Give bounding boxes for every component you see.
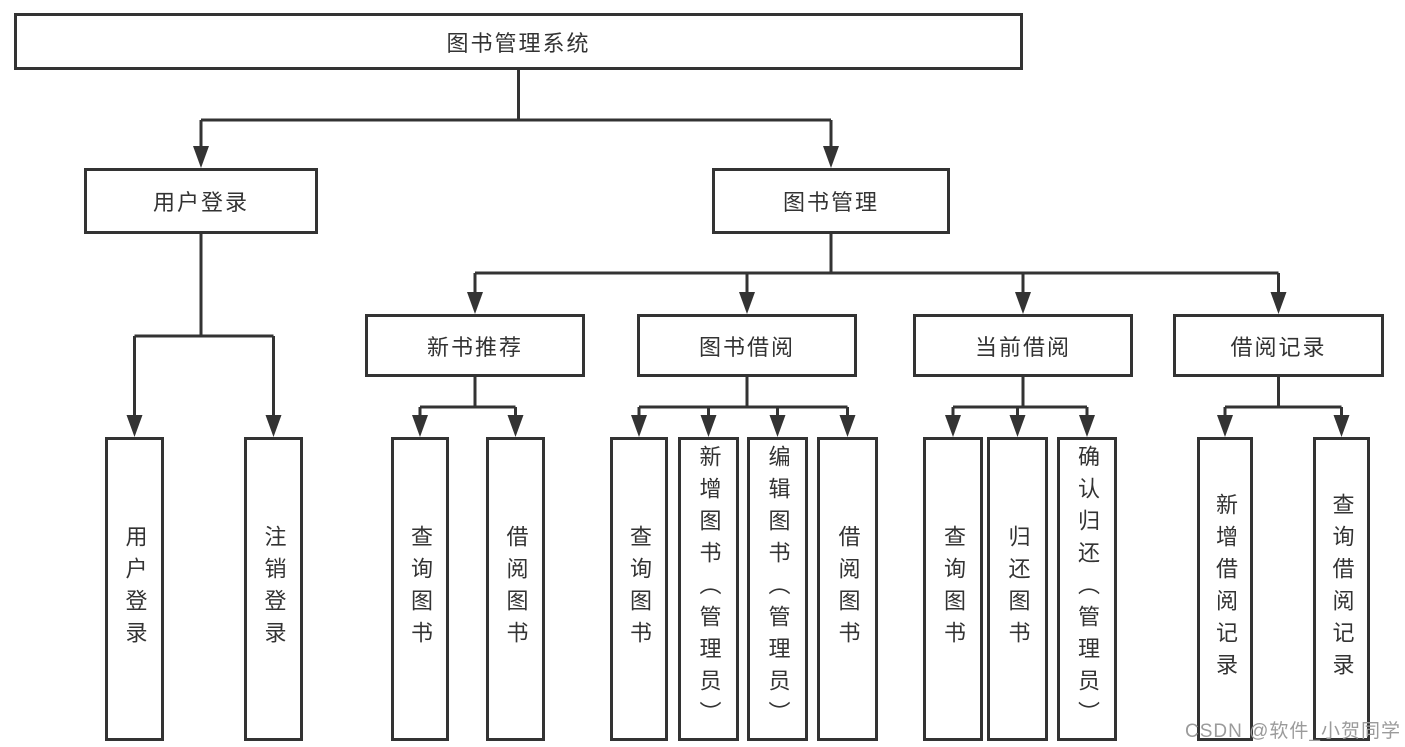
arrow-down-icon <box>1079 415 1095 437</box>
leaf-recommend-query-book: 查询图书 <box>391 437 449 741</box>
connector-records-to-leaves <box>1223 377 1343 417</box>
arrow-down-icon <box>1333 415 1350 437</box>
connector-userlogin-to-leaves <box>133 234 275 417</box>
connector-borrow-to-leaves <box>637 377 849 417</box>
node-library-management-system: 图书管理系统 <box>14 13 1023 70</box>
arrow-down-icon <box>945 415 961 437</box>
arrow-down-icon <box>823 146 839 168</box>
arrow-down-icon <box>193 146 209 168</box>
node-book-borrowing: 图书借阅 <box>637 314 857 377</box>
arrow-down-icon <box>126 415 143 437</box>
connector-recommend-to-leaves <box>418 377 517 417</box>
leaf-user-login: 用户登录 <box>105 437 164 741</box>
arrow-down-icon <box>1270 292 1287 314</box>
node-user-login-branch: 用户登录 <box>84 168 318 234</box>
node-label: 新增图书（管理员） <box>696 445 722 733</box>
arrow-down-icon <box>1015 292 1031 314</box>
node-label: 图书管理 <box>782 190 879 215</box>
connector-root-to-level1 <box>199 70 833 148</box>
node-label: 查询图书 <box>627 525 652 653</box>
leaf-borrowing-edit-book-admin: 编辑图书（管理员） <box>747 437 808 741</box>
leaf-recommend-borrow-book: 借阅图书 <box>486 437 545 741</box>
node-book-management-branch: 图书管理 <box>712 168 950 234</box>
node-new-book-recommend: 新书推荐 <box>365 314 585 377</box>
leaf-current-confirm-return-admin: 确认归还（管理员） <box>1057 437 1117 741</box>
node-label: 查询图书 <box>941 525 966 653</box>
node-label: 图书借阅 <box>698 334 795 360</box>
leaf-records-add-record: 新增借阅记录 <box>1197 437 1253 741</box>
arrow-down-icon <box>265 415 282 437</box>
arrow-down-icon <box>739 292 755 314</box>
arrow-down-icon <box>700 415 717 437</box>
node-label: 当前借阅 <box>974 334 1071 360</box>
arrow-down-icon <box>507 415 524 437</box>
arrow-down-icon <box>467 292 483 314</box>
node-label: 图书管理系统 <box>446 30 591 56</box>
arrow-down-icon <box>412 415 428 437</box>
leaf-borrowing-borrow-book: 借阅图书 <box>817 437 878 741</box>
node-label: 借阅图书 <box>835 525 861 653</box>
node-label: 借阅图书 <box>503 525 529 653</box>
leaf-records-query-record: 查询借阅记录 <box>1313 437 1370 741</box>
node-label: 注销登录 <box>261 525 287 653</box>
node-label: 归还图书 <box>1005 525 1031 653</box>
arrow-down-icon <box>1009 415 1026 437</box>
arrow-down-icon <box>839 415 856 437</box>
arrowheads <box>126 146 1350 437</box>
node-current-borrowing: 当前借阅 <box>913 314 1133 377</box>
leaf-borrowing-query-book: 查询图书 <box>610 437 668 741</box>
node-label: 查询借阅记录 <box>1329 493 1355 685</box>
node-label: 新增借阅记录 <box>1213 493 1238 685</box>
node-borrowing-records: 借阅记录 <box>1173 314 1384 377</box>
csdn-watermark: CSDN @软件_小贺同学 <box>1185 721 1401 742</box>
arrow-down-icon <box>1217 415 1233 437</box>
arrow-down-icon <box>769 415 786 437</box>
node-label: 编辑图书（管理员） <box>765 445 791 733</box>
node-label: 用户登录 <box>122 525 148 653</box>
node-label: 用户登录 <box>152 190 249 215</box>
node-label: 查询图书 <box>408 525 433 653</box>
leaf-logout: 注销登录 <box>244 437 303 741</box>
connector-bookmgmt-to-level2 <box>473 234 1280 294</box>
node-label: 确认归还（管理员） <box>1075 445 1100 733</box>
leaf-current-query-book: 查询图书 <box>923 437 983 741</box>
node-label: 新书推荐 <box>426 334 523 360</box>
leaf-borrowing-add-book-admin: 新增图书（管理员） <box>678 437 739 741</box>
leaf-current-return-book: 归还图书 <box>987 437 1048 741</box>
connector-current-to-leaves <box>951 377 1089 417</box>
node-label: 借阅记录 <box>1230 334 1327 360</box>
arrow-down-icon <box>631 415 647 437</box>
